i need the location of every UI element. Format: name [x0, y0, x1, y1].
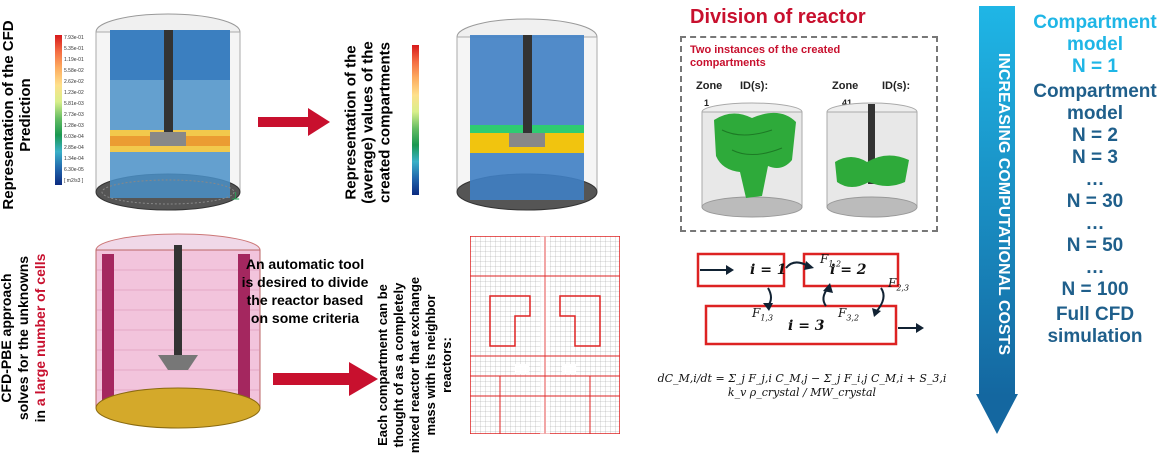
colorbar-tick: 1.23e-02: [64, 90, 84, 96]
colorbar-tick: [ m2/s3 ]: [64, 178, 84, 184]
colorbar-tick: 2.85e-04: [64, 145, 84, 151]
n2-label: N = 2: [1072, 125, 1118, 146]
colorbar-tick: 1.19e-01: [64, 57, 84, 63]
flow-f23: F2,3: [888, 276, 910, 293]
tool-text: An automatic tool is desired to divide t…: [241, 256, 369, 326]
division-title: Division of reactor: [690, 6, 866, 28]
reactor-2-image: [456, 18, 598, 211]
mesh-reactor-image: [95, 233, 261, 429]
flow-f12: F1,2: [820, 252, 842, 269]
zone-id-b: 41: [842, 98, 853, 108]
increasing-cost-label: INCREASING COMPUTATIONAL COSTS: [995, 52, 1012, 356]
colorbar-1: 7.93e-01 5.35e-01 1.19e-01 5.58e-02 2.62e-02…: [55, 35, 85, 195]
colorbar-tick: 2.62e-02: [64, 79, 84, 85]
zone-label-b: Zone: [832, 80, 859, 92]
colorbar-2: [412, 45, 442, 205]
full-cfd-line2: simulation: [1047, 326, 1143, 347]
ids-label-a: ID(s):: [740, 80, 769, 92]
arrow-right-1: [258, 108, 330, 136]
cm1-line3: N = 1: [1072, 56, 1118, 77]
colorbar-tick: 5.81e-03: [64, 101, 84, 107]
mass-balance-equation: dC_M,i/dt = Σ_j F_j,i C_M,j − Σ_j F_i,j …: [657, 372, 947, 399]
instances-box: Two instances of the created compartment…: [680, 36, 938, 232]
dots-1: …: [1085, 169, 1105, 190]
colorbar-tick: 7.93e-01: [64, 35, 84, 41]
cm1-line1: Compartment: [1033, 12, 1157, 33]
reactor-1-image: [95, 13, 241, 211]
cm2-line1: Compartment: [1033, 81, 1157, 102]
compartment-grid-image: [470, 236, 620, 434]
zone-label-a: Zone: [696, 80, 723, 92]
colorbar-tick: 1.34e-04: [64, 156, 84, 162]
dots-2: …: [1085, 213, 1105, 234]
n3-label: N = 3: [1072, 147, 1118, 168]
cm2-line2: model: [1067, 103, 1123, 124]
node-2-label: i = 2: [830, 262, 867, 278]
cost-list: Compartment model N = 1 Compartment mode…: [1020, 12, 1170, 348]
zone-a-image: [701, 102, 803, 218]
panel4-caption: Each compartment can be thought of as a …: [375, 276, 454, 454]
node-1-label: i = 1: [750, 262, 787, 278]
n50-label: N = 50: [1066, 235, 1124, 256]
zone-id-a: 1: [704, 98, 710, 108]
colorbar-tick: 6.30e-05: [64, 167, 84, 173]
panel3-caption: CFD-PBE approach solves for the unknowns…: [0, 253, 48, 423]
arrow-right-2: [273, 362, 378, 396]
ids-label-b: ID(s):: [882, 80, 911, 92]
increasing-cost-arrow: [976, 6, 1018, 434]
full-cfd-line1: Full CFD: [1055, 304, 1135, 325]
dots-3: …: [1085, 257, 1105, 278]
panel1-caption: Representation of the CFD Prediction: [0, 20, 34, 210]
n100-label: N = 100: [1061, 279, 1129, 300]
colorbar-tick: 5.35e-01: [64, 46, 84, 52]
axes-icon: ⟂: [232, 190, 240, 202]
flow-f13: F1,3: [752, 306, 774, 323]
flow-f32: F3,2: [838, 306, 860, 323]
n30-label: N = 30: [1066, 191, 1124, 212]
colorbar-tick: 2.73e-03: [64, 112, 84, 118]
zone-b-image: [826, 102, 918, 218]
instances-box-title: Two instances of the created compartment…: [690, 44, 841, 69]
cm1-line2: model: [1067, 34, 1123, 55]
colorbar-tick: 1.28e-03: [64, 123, 84, 129]
colorbar-tick: 5.58e-02: [64, 68, 84, 74]
colorbar-tick: 6.03e-04: [64, 134, 84, 140]
panel2-caption: Representation of the (average) values o…: [342, 41, 394, 204]
compartment-network: [696, 252, 924, 346]
node-3-label: i = 3: [788, 318, 825, 334]
